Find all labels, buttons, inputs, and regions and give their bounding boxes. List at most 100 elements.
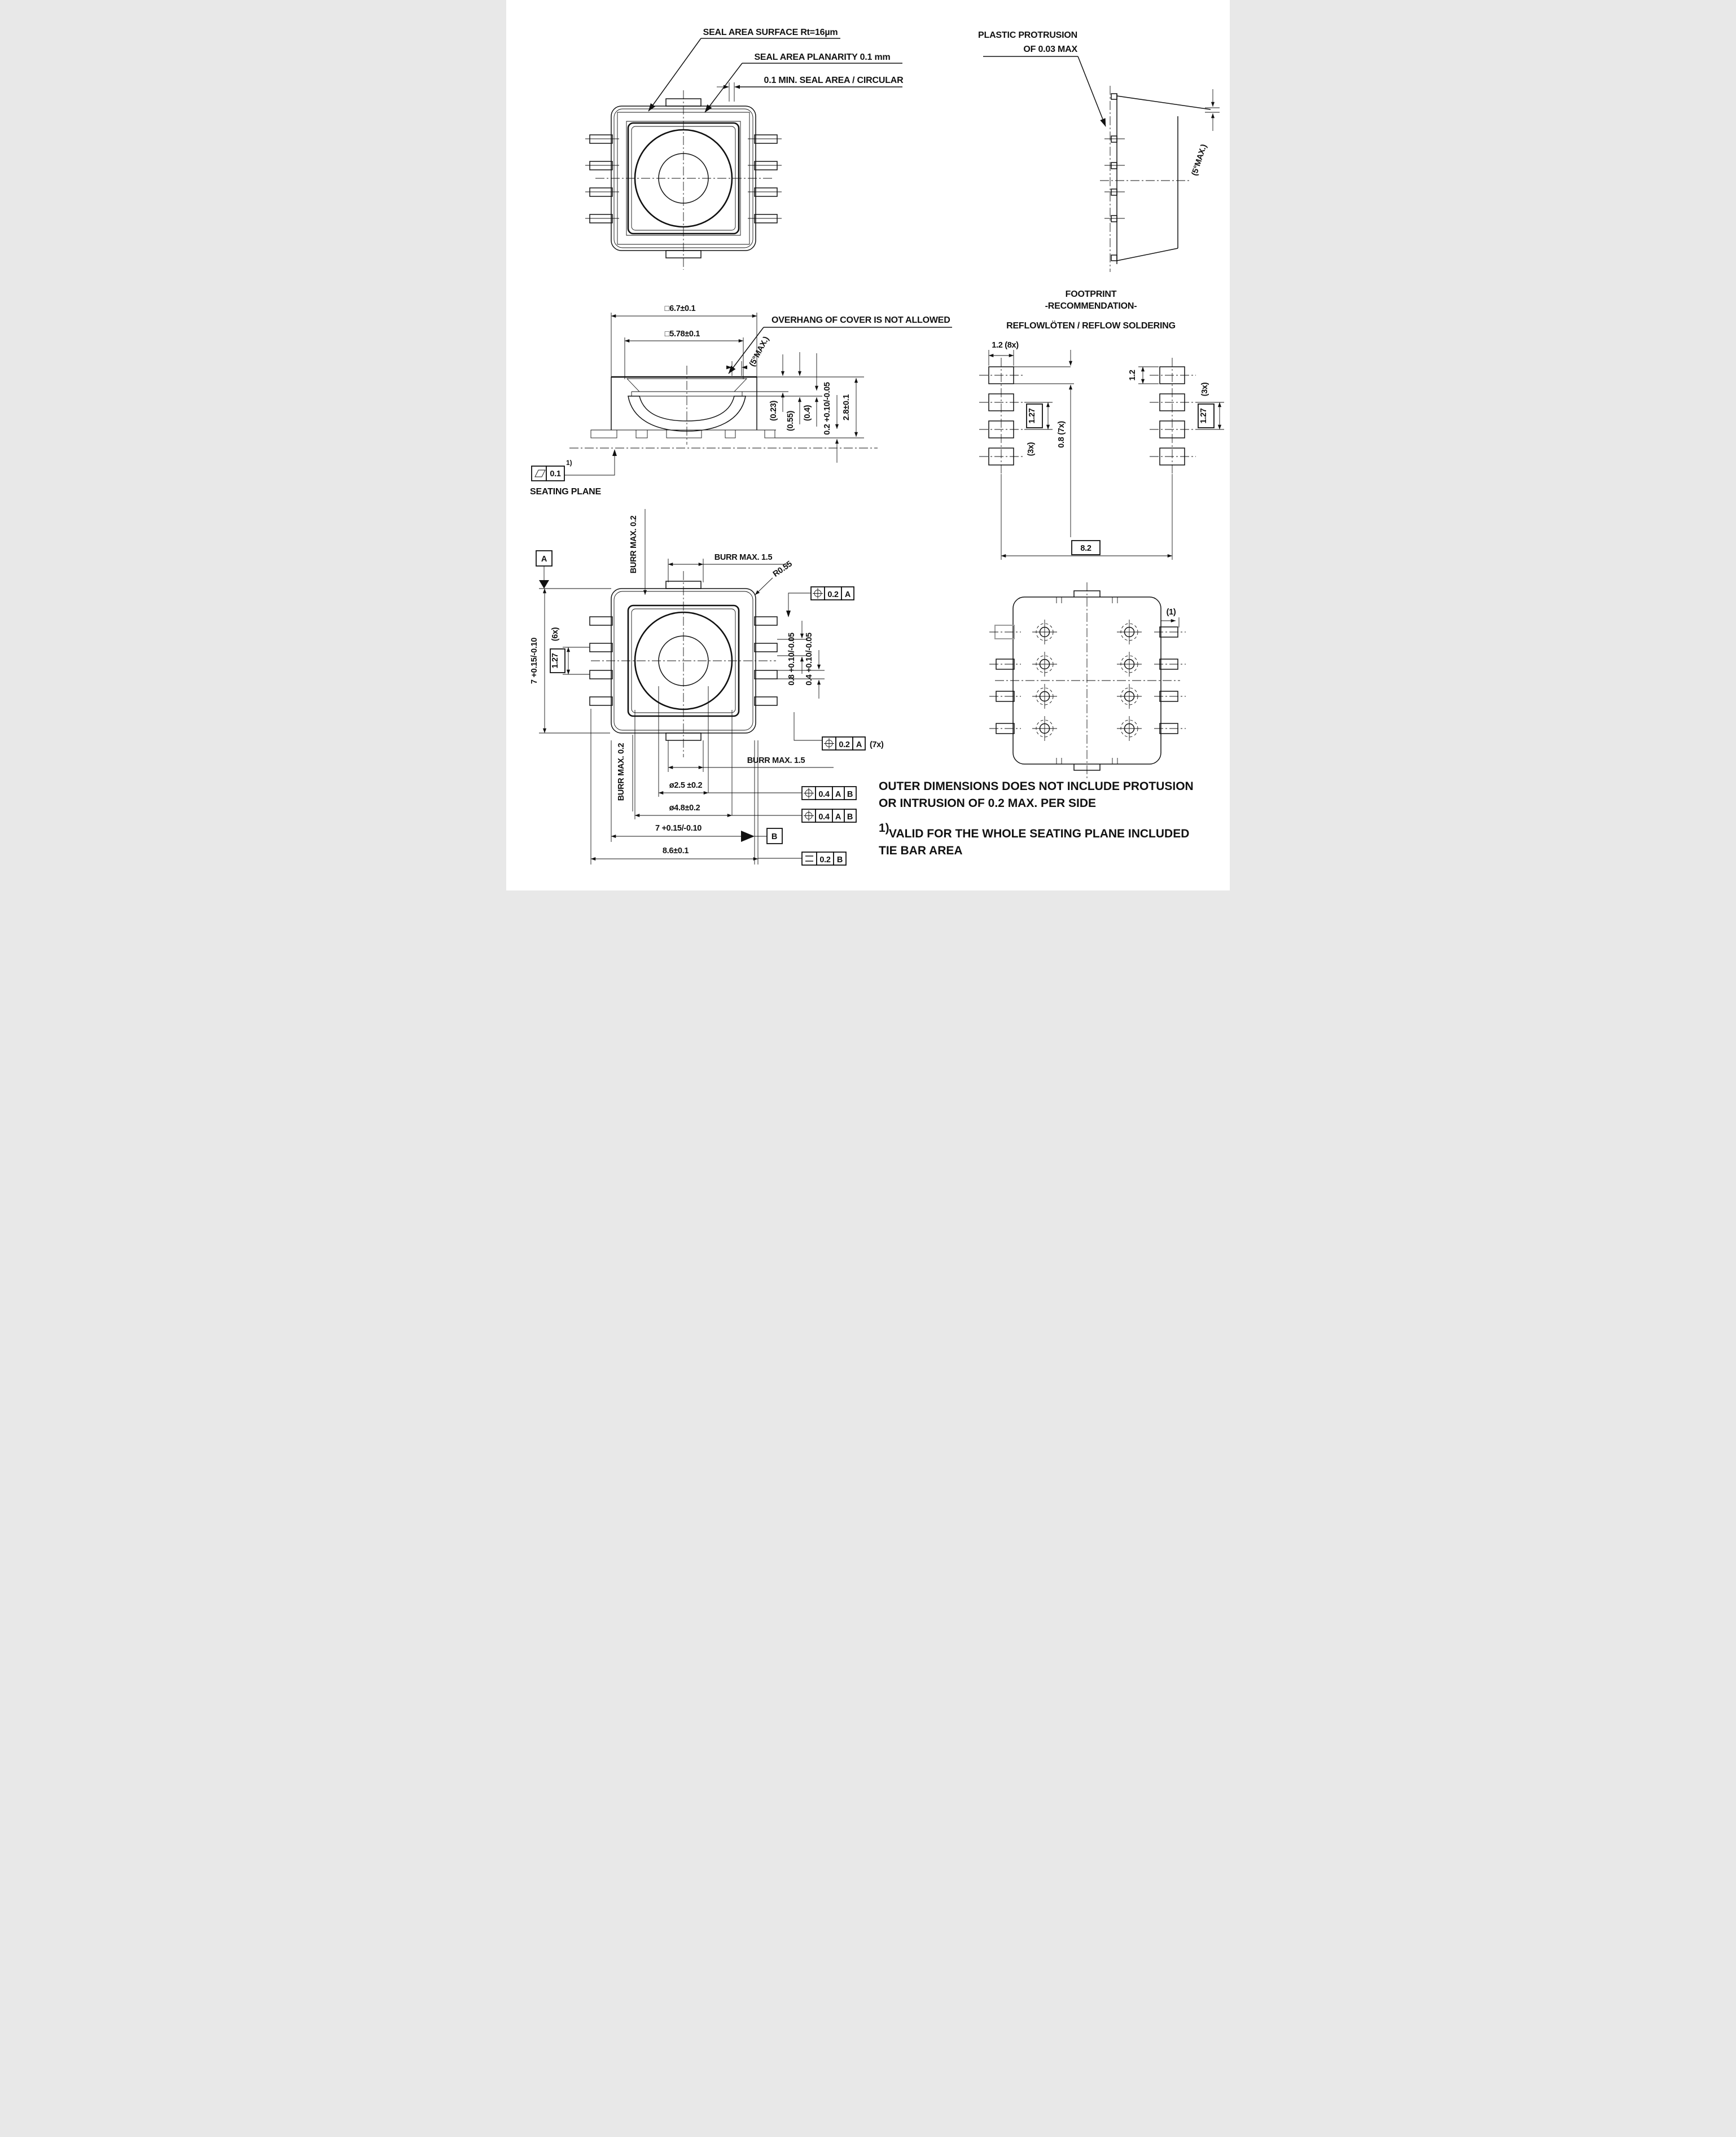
fcf-circle-small: 0.4 A B <box>801 786 857 800</box>
dim-body-v: 7 +0.15/-0.10 <box>530 638 539 684</box>
fcf-corner-value: 0.2 <box>827 590 838 599</box>
plastic-protrusion-label-1: PLASTIC PROTRUSION <box>978 30 1077 40</box>
dim-lead-outer: 0.8 +0.10/-0.05 <box>787 633 796 686</box>
fcf-symmetry-value: 0.2 <box>819 855 830 865</box>
dim-lead-tip: 0.4 +0.10/-0.05 <box>805 633 814 686</box>
seal-min-label: 0.1 MIN. SEAL AREA / CIRCULAR <box>764 76 904 85</box>
note2-ref: 1) <box>879 822 889 835</box>
footprint-pitch-left-count: (3x) <box>1027 442 1036 456</box>
position-tolerance-icon <box>804 810 814 821</box>
side-leads <box>1104 93 1125 261</box>
note2-line2: TIE BAR AREA <box>879 844 963 857</box>
position-tolerance-icon <box>824 738 834 749</box>
package-drawing-svg: SEAL AREA SURFACE Rt=16µm SEAL AREA PLAN… <box>530 28 1224 866</box>
burr-top-tab-label: BURR MAX. 1.5 <box>714 553 773 562</box>
tab-bottom <box>665 250 702 258</box>
leads-left <box>589 616 613 706</box>
datum-a-label: A <box>541 555 547 564</box>
fcf-leads-datum: A <box>856 740 862 749</box>
target <box>1117 684 1142 709</box>
datum-b-label: B <box>771 832 777 841</box>
section-dim-step: (0.4) <box>803 405 812 421</box>
fcf-circle-small-value: 0.4 <box>818 790 829 799</box>
section-dim-height: 2.8±0.1 <box>842 394 851 420</box>
section-view: □6.7±0.1 □5.78±0.1 OVERHANG OF COVER IS … <box>530 304 952 497</box>
leads-left <box>585 134 619 223</box>
top-view: SEAL AREA SURFACE Rt=16µm SEAL AREA PLAN… <box>585 28 904 270</box>
tab-bottom <box>665 732 702 741</box>
plastic-protrusion-label-2: OF 0.03 MAX <box>1023 45 1077 54</box>
footprint-pitch-right-count: (3x) <box>1200 382 1209 396</box>
fcf-circle-small-datum-2: B <box>847 790 853 799</box>
datum-b-triangle <box>741 831 755 842</box>
footprint-view: FOOTPRINT -RECOMMENDATION- REFLOWLÖTEN /… <box>979 289 1224 560</box>
side-view: PLASTIC PROTRUSION OF 0.03 MAX (5°MAX.) <box>978 30 1220 272</box>
fcf-circle-large-datum-2: B <box>847 813 853 822</box>
target <box>1032 684 1057 709</box>
dim-pitch-count: (6x) <box>551 627 560 641</box>
footprint-dim-pitch-right: 1.27 <box>1199 408 1208 423</box>
fcf-circle-small-datum-1: A <box>835 790 841 799</box>
bowl-hatch <box>628 396 746 432</box>
target <box>1117 652 1142 677</box>
footprint-dim-pad-width: 1.2 (8x) <box>992 341 1019 350</box>
note2-line1: VALID FOR THE WHOLE SEATING PLANE INCLUD… <box>889 827 1189 840</box>
target <box>1032 620 1057 644</box>
fcf-symmetry-datum: B <box>837 855 843 865</box>
section-dim-depth: (0.55) <box>786 410 795 431</box>
section-dim-standoff: 0.2 +0.10/-0.05 <box>823 382 832 435</box>
target <box>1032 652 1057 677</box>
position-tolerance-icon <box>813 588 823 599</box>
footprint-title-2: -RECOMMENDATION- <box>1045 301 1137 311</box>
footprint-dim-pad-height: 0.8 (7x) <box>1057 421 1066 448</box>
position-tolerance-icon <box>804 788 814 798</box>
symmetry-icon <box>805 855 813 862</box>
datum-a-triangle <box>539 580 549 589</box>
lead-feet <box>590 429 775 438</box>
footprint-dim-span: 8.2 <box>1080 544 1091 553</box>
fcf-corner-datum: A <box>845 590 851 599</box>
dim-pitch: 1.27 <box>551 653 560 668</box>
target <box>1032 716 1057 741</box>
side-angle-label: (5°MAX.) <box>1190 143 1209 177</box>
land-ref-label: (1) <box>1167 608 1176 617</box>
seating-note-ref: 1) <box>566 459 572 467</box>
fcf-symmetry: 0.2 B <box>801 852 847 866</box>
footprint-title-1: FOOTPRINT <box>1066 289 1117 299</box>
leads-right <box>754 616 778 706</box>
section-dim-cavity: □5.78±0.1 <box>665 330 700 339</box>
footprint-pads-left <box>979 358 1024 474</box>
land-leads-right <box>1154 626 1186 734</box>
burr-bottom-tab-label: BURR MAX. 1.5 <box>747 756 805 765</box>
section-dim-lid: (0.23) <box>769 400 778 421</box>
dim-total: 8.6±0.1 <box>663 846 689 855</box>
dim-circle-large: ø4.8±0.2 <box>669 804 700 813</box>
target <box>1117 716 1142 741</box>
footprint-pads-right <box>1150 358 1196 474</box>
tab-top <box>665 581 702 589</box>
footprint-dim-pad-height-right: 1.2 <box>1128 370 1137 380</box>
target <box>1117 620 1142 644</box>
drawing-sheet: SEAL AREA SURFACE Rt=16µm SEAL AREA PLAN… <box>506 0 1230 890</box>
note1-line1: OUTER DIMENSIONS DOES NOT INCLUDE PROTUS… <box>879 780 1194 793</box>
notes: OUTER DIMENSIONS DOES NOT INCLUDE PROTUS… <box>879 780 1194 857</box>
burr-bottom-label: BURR MAX. 0.2 <box>617 743 626 801</box>
fcf-circle-large-datum-1: A <box>835 813 841 822</box>
burr-top-label: BURR MAX. 0.2 <box>629 516 638 574</box>
dim-body-h: 7 +0.15/-0.10 <box>655 824 702 833</box>
fcf-leads-count: (7x) <box>870 740 884 749</box>
datum-a: A <box>536 550 611 589</box>
seal-planarity-label: SEAL AREA PLANARITY 0.1 mm <box>754 52 890 62</box>
fcf-circle-large: 0.4 A B <box>801 809 857 823</box>
overhang-label: OVERHANG OF COVER IS NOT ALLOWED <box>771 315 950 325</box>
land-leads-left <box>989 625 1021 734</box>
seating-plane-label: SEATING PLANE <box>530 487 602 497</box>
fcf-leads: 0.2 A (7x) <box>794 712 884 751</box>
leads-right <box>748 134 782 223</box>
dim-circle-small: ø2.5 ±0.2 <box>669 781 703 790</box>
section-dim-outer: □6.7±0.1 <box>665 304 696 313</box>
land-targets <box>1032 620 1142 741</box>
seating-tolerance: 0.1 <box>550 469 560 479</box>
flatness-icon <box>534 469 546 477</box>
radius-label: R0.55 <box>771 559 794 579</box>
